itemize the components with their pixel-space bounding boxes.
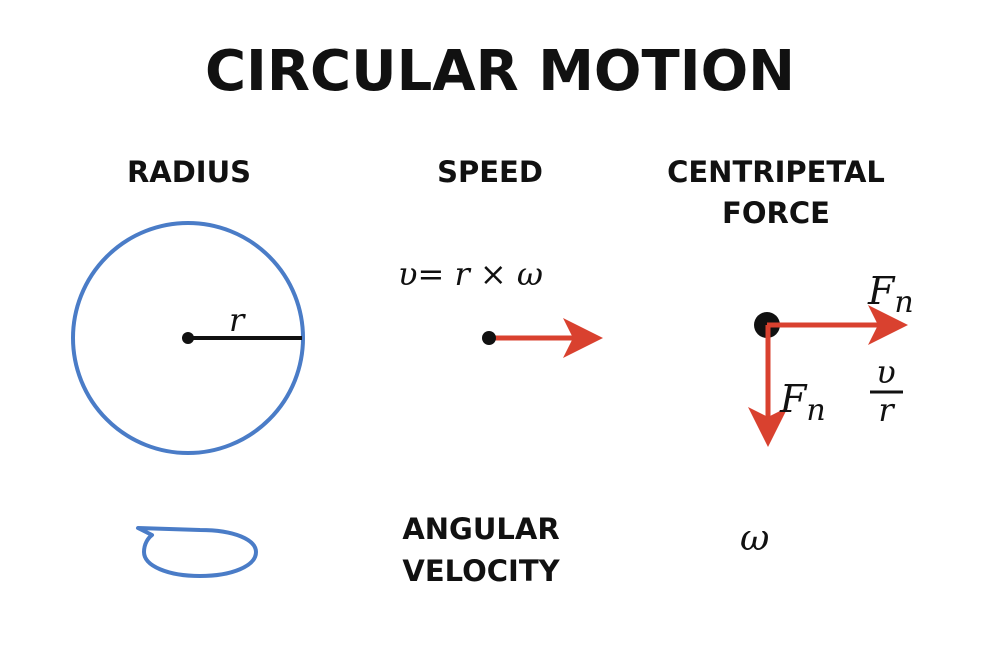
force-label-horizontal: Fn	[867, 269, 914, 320]
centripetal-heading-line1: CENTRIPETAL	[667, 155, 885, 189]
angular-heading-line1: ANGULAR	[402, 512, 559, 546]
radius-heading: RADIUS	[127, 155, 251, 189]
circle-shape	[71, 221, 305, 455]
angular-rotation-shape	[136, 526, 258, 578]
speed-dot	[482, 331, 496, 345]
center-dot	[182, 332, 194, 344]
force-label-vertical: Fn	[779, 377, 826, 428]
page-title: CIRCULAR MOTION	[205, 39, 795, 104]
omega-symbol: ω	[740, 518, 769, 559]
angular-heading-line2: VELOCITY	[402, 554, 560, 588]
centripetal-heading-line2: FORCE	[722, 196, 830, 230]
fraction-numerator: υ	[876, 353, 895, 391]
radius-symbol: r	[229, 301, 246, 339]
speed-heading: SPEED	[437, 155, 543, 189]
fraction-denominator: r	[878, 391, 895, 429]
speed-formula: υ= r × ω	[398, 255, 543, 293]
